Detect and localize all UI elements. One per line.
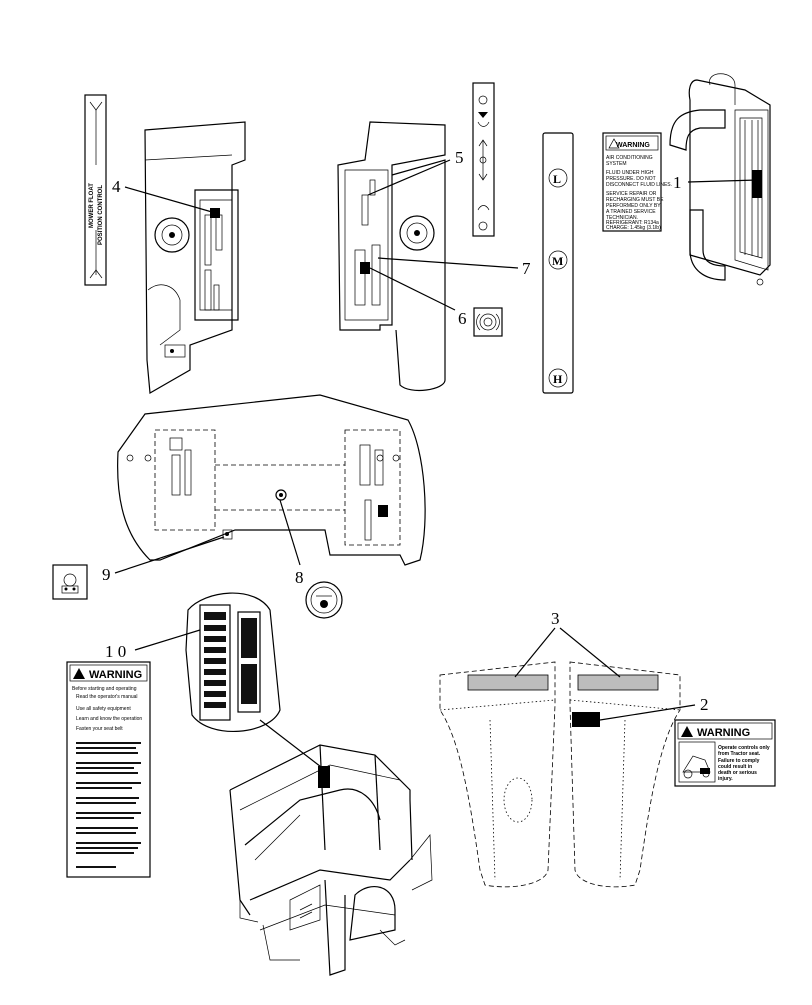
callout-6: 6 xyxy=(458,309,467,328)
operator-line-4: Learn and know the operation xyxy=(76,716,142,722)
middle-console xyxy=(337,121,446,392)
item-9-decal xyxy=(52,564,88,600)
seat-warning-header: WARNING xyxy=(697,727,750,739)
leader-line-7 xyxy=(377,257,519,269)
callout-8: 8 xyxy=(295,568,304,587)
leader-line-10 xyxy=(134,629,201,651)
ac-warning-decal: WARNING AIR CONDITIONING SYSTEM FLUID UN… xyxy=(602,132,672,232)
ac-line-2: SYSTEM xyxy=(606,161,627,167)
leader-line-10-detail xyxy=(259,719,326,771)
leader-line-9 xyxy=(114,536,225,574)
callout-1: 1 xyxy=(673,173,682,192)
callout-3: 3 xyxy=(551,609,560,628)
ac-line-10: TECHNICIAN. xyxy=(606,215,638,221)
fender-assembly xyxy=(439,661,681,888)
ac-line-1: AIR CONDITIONING xyxy=(606,155,653,161)
leader-line-2 xyxy=(599,704,696,721)
leader-line-8 xyxy=(279,499,301,566)
ac-line-5: DISCONNECT FLUID LINES. xyxy=(606,182,672,188)
cab-frame xyxy=(229,744,433,976)
range-letter-m: M xyxy=(552,254,563,268)
ac-line-3: FLUID UNDER HIGH xyxy=(606,170,654,176)
leader-line-4 xyxy=(124,186,213,213)
position-control-text: POSITION CONTROL xyxy=(98,185,104,245)
seat-line-1: Operate controls only xyxy=(718,745,770,751)
callout-2: 2 xyxy=(700,695,709,714)
callout-5: 5 xyxy=(455,148,464,167)
ac-line-9: A TRAINED SERVICE xyxy=(606,209,656,215)
ac-line-7: RECHARGING MUST BE xyxy=(606,197,664,203)
leader-line-5 xyxy=(367,159,451,196)
item-8-decal xyxy=(305,581,343,619)
seat-line-2: from Tractor seat. xyxy=(718,751,761,757)
seat-line-6: injury. xyxy=(718,776,733,782)
mower-float-decal: MOWER FLOAT POSITION CONTROL xyxy=(84,94,107,286)
seat-line-3: Failure to comply xyxy=(718,758,760,764)
leader-line-3b xyxy=(559,627,621,678)
operator-line-5: Fasten your seat belt xyxy=(76,726,123,732)
item-10-detail xyxy=(185,592,281,733)
seat-line-4: could result in xyxy=(718,764,752,770)
ac-condenser-unit xyxy=(669,73,771,286)
leader-line-1 xyxy=(687,179,759,183)
range-letter-h: H xyxy=(553,372,563,386)
callout-4: 4 xyxy=(112,177,121,196)
operator-warning-body-lines xyxy=(76,742,141,868)
dashboard-assembly xyxy=(117,394,426,566)
callout-10: 1 0 xyxy=(105,642,126,661)
ac-warning-header: WARNING xyxy=(616,142,650,149)
hydraulic-lever-decal xyxy=(472,82,495,237)
callout-9: 9 xyxy=(102,565,111,584)
control-icon-decal xyxy=(473,307,503,337)
mower-float-text: MOWER FLOAT xyxy=(89,183,95,228)
operator-warning-header: WARNING xyxy=(89,669,142,681)
operator-line-3: Use all safety equipment xyxy=(76,706,131,712)
ac-line-8: PERFORMED ONLY BY xyxy=(606,203,661,209)
ac-line-6: SERVICE REPAIR OR xyxy=(606,191,657,197)
seat-warning-decal: WARNING Operate controls only from Tract… xyxy=(674,719,776,787)
operator-warning-decal: WARNING Before starting and operating Re… xyxy=(66,661,151,878)
ac-line-11: REFRIGERANT: R134a xyxy=(606,220,659,226)
callout-7: 7 xyxy=(522,259,531,278)
leader-line-6 xyxy=(369,267,456,311)
range-letter-l: L xyxy=(553,172,561,186)
operator-line-2: Read the operator's manual xyxy=(76,694,138,700)
operator-line-1: Before starting and operating xyxy=(72,686,137,692)
seat-line-5: death or serious xyxy=(718,770,757,776)
range-decal: L M H xyxy=(542,132,574,394)
ac-line-12: CHARGE: 1.45kg (3.1lb) xyxy=(606,225,661,231)
left-console xyxy=(144,121,246,394)
ac-line-4: PRESSURE. DO NOT xyxy=(606,176,656,182)
leader-line-3a xyxy=(514,627,556,678)
